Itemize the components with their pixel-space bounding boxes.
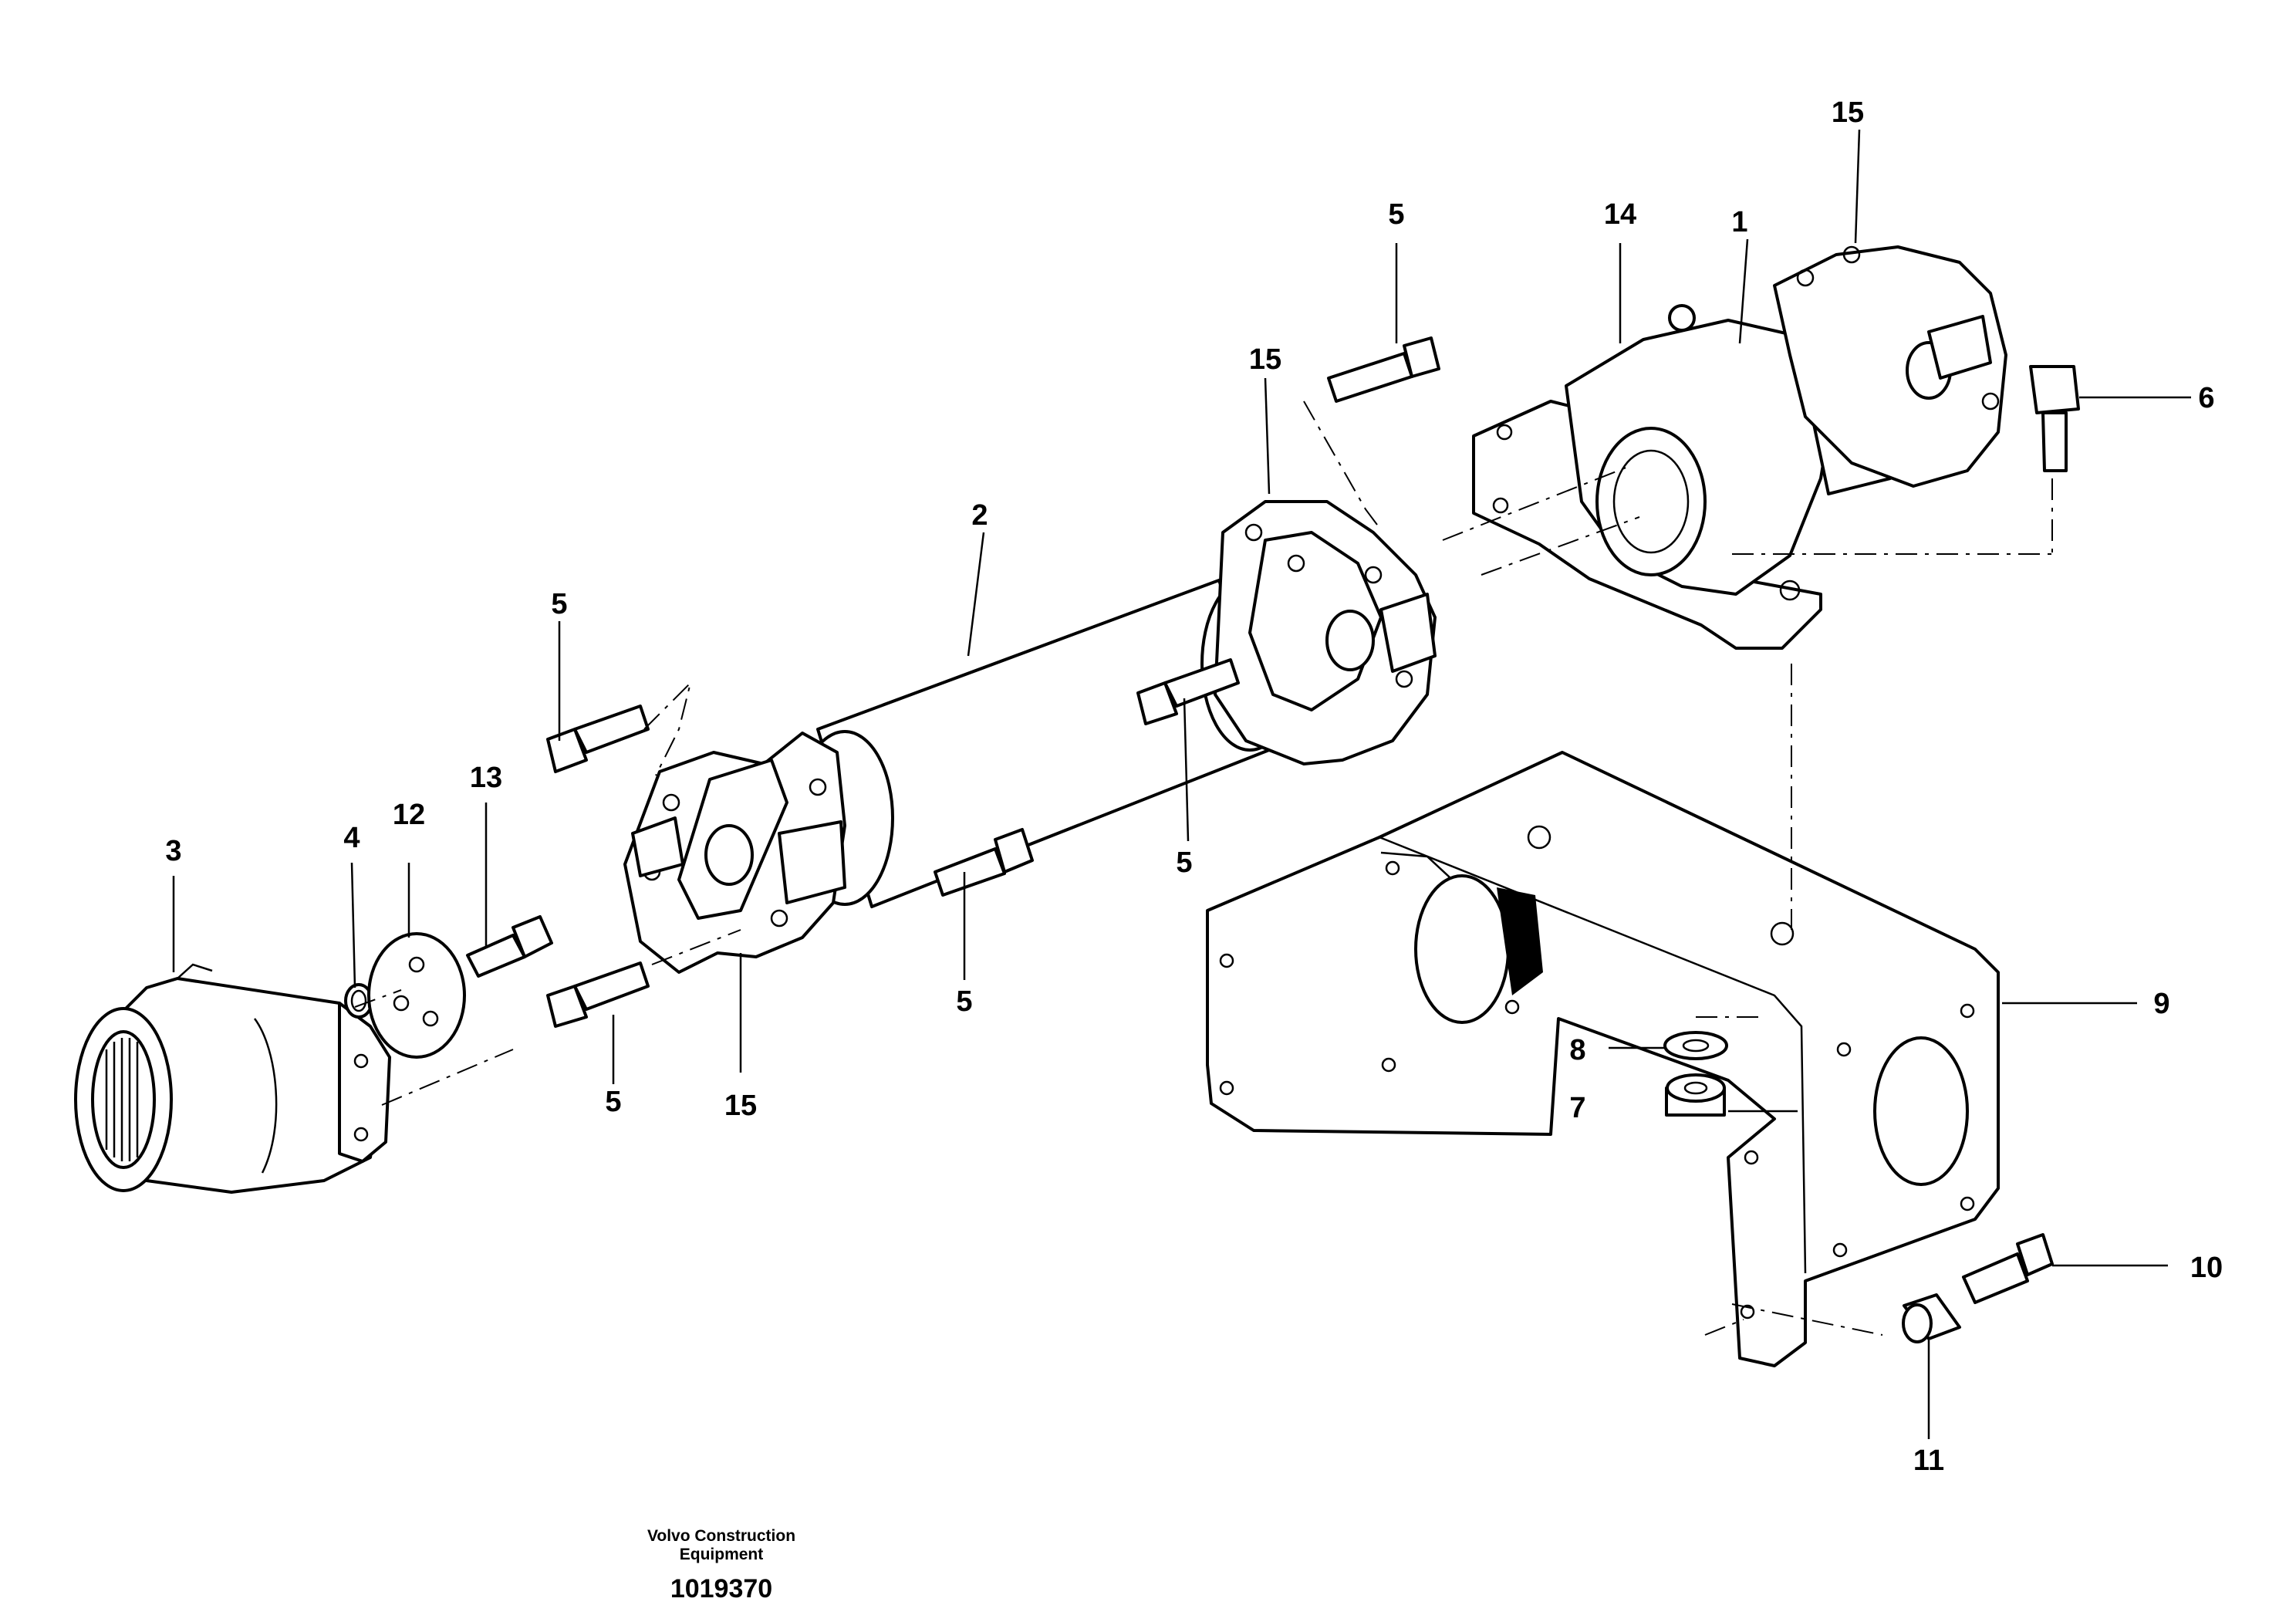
callout-12: 12 — [393, 799, 425, 831]
callout-14: 14 — [1604, 198, 1636, 231]
bolt-part-6 — [2029, 365, 2080, 472]
bearing-shaft-part-1 — [1773, 245, 2007, 495]
disc-washer-part-12 — [367, 932, 466, 1059]
maker-name-line2: Equipment — [680, 1546, 764, 1563]
callout-13: 13 — [470, 762, 502, 794]
callout-15-bottom: 15 — [724, 1090, 757, 1122]
callout-11: 11 — [1913, 1445, 1944, 1477]
callout-7: 7 — [1569, 1092, 1585, 1124]
callout-5-top: 5 — [1388, 198, 1404, 231]
callout-4: 4 — [343, 822, 360, 854]
washer-part-8 — [1663, 1031, 1728, 1060]
screw-part-5-mid — [1136, 658, 1240, 725]
screw-part-5-left-upper — [546, 705, 650, 773]
callout-labels: 1 2 3 4 12 13 5 5 5 5 5 6 7 8 9 10 11 14… — [165, 96, 2223, 1477]
drawing-footer: Volvo Construction Equipment 1019370 — [647, 1527, 795, 1603]
screw-part-5-left-lower — [546, 961, 650, 1028]
callout-3: 3 — [165, 835, 181, 867]
callout-9: 9 — [2153, 988, 2169, 1020]
figure-number: 1019370 — [670, 1574, 772, 1603]
flange-yoke-part-3 — [74, 963, 391, 1194]
assembly-centerlines — [354, 400, 2053, 1336]
callout-5-left-upper: 5 — [551, 588, 567, 620]
screw-part-5-bottom — [934, 828, 1034, 897]
mounting-bracket-part-9 — [1206, 751, 2000, 1367]
screw-part-5-top — [1327, 336, 1440, 403]
callout-1: 1 — [1731, 206, 1747, 238]
callout-15-top: 15 — [1832, 96, 1864, 129]
callout-10: 10 — [2190, 1252, 2223, 1284]
screw-part-10 — [1962, 1233, 2054, 1304]
spacer-part-11 — [1902, 1293, 1961, 1343]
callout-8: 8 — [1569, 1034, 1585, 1066]
callout-leaders — [172, 129, 2191, 1439]
nut-part-7 — [1665, 1073, 1726, 1117]
callout-6: 6 — [2198, 382, 2214, 414]
propeller-shaft-part-2 — [623, 500, 1437, 974]
screw-part-13 — [466, 915, 553, 978]
callout-5-left-lower: 5 — [605, 1086, 621, 1118]
bearing-housing-part-14 — [1472, 304, 1838, 650]
maker-name-line1: Volvo Construction — [647, 1527, 795, 1545]
callout-5-bottom: 5 — [956, 985, 972, 1018]
callout-15-shaft: 15 — [1249, 343, 1281, 376]
callout-2: 2 — [971, 499, 988, 532]
callout-5-mid: 5 — [1176, 846, 1192, 879]
